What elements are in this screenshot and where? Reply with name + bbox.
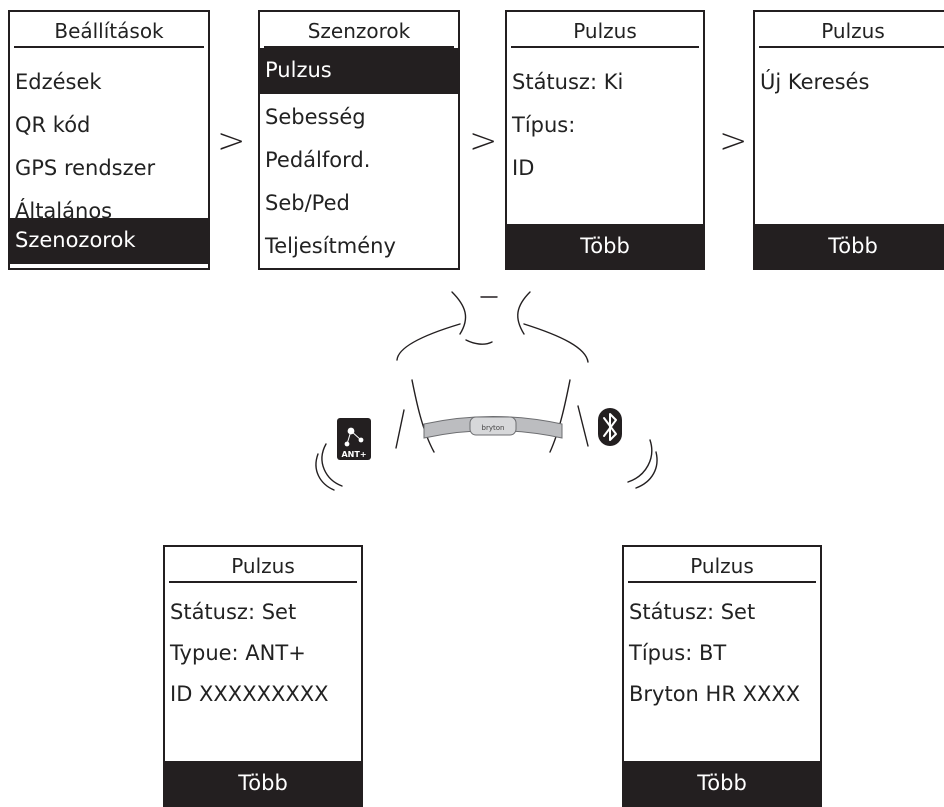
menu-item-qr-code[interactable]: QR kód <box>15 113 91 137</box>
new-search-item[interactable]: Új Keresés <box>760 70 870 94</box>
right-arm-line <box>577 405 589 447</box>
left-shoulder-line <box>396 323 461 361</box>
id-field: ID <box>512 156 535 180</box>
ant-plus-icon: ANT+ <box>337 418 371 460</box>
device-name-field: Bryton HR XXXX <box>629 682 801 706</box>
title-divider <box>169 581 357 583</box>
pulse-search-screen: Pulzus Új Keresés Több <box>753 10 944 270</box>
type-field: Típus: <box>512 113 576 137</box>
neck-left-line <box>451 291 467 335</box>
settings-title: Beállítások <box>54 19 164 43</box>
pulse-title: Pulzus <box>231 554 295 578</box>
pulse-bt-screen: Pulzus Státusz: Set Típus: BT Bryton HR … <box>622 545 822 807</box>
left-torso-line <box>411 379 435 453</box>
right-torso-line <box>549 379 571 453</box>
strap-sensor-pod <box>469 416 517 436</box>
status-field: Státusz: Set <box>629 600 756 624</box>
pulse-status-screen: Pulzus Státusz: Ki Típus: ID Több <box>505 10 705 270</box>
menu-item-workouts[interactable]: Edzések <box>15 70 102 94</box>
more-button[interactable]: Több <box>624 761 820 805</box>
status-field: Státusz: Ki <box>512 70 624 94</box>
sensors-screen: Szenzorok Pulzus Sebesség Pedálford. Seb… <box>258 10 460 270</box>
pulse-title: Pulzus <box>690 554 754 578</box>
status-field: Státusz: Set <box>170 600 297 624</box>
right-shoulder-line <box>523 323 589 363</box>
menu-item-speed[interactable]: Sebesség <box>265 105 366 129</box>
title-divider <box>264 46 454 48</box>
menu-item-speed-cadence[interactable]: Seb/Ped <box>265 191 350 215</box>
more-button[interactable]: Több <box>165 761 361 805</box>
more-button[interactable]: Több <box>755 224 944 268</box>
next-arrow-2: > <box>469 121 498 161</box>
title-divider <box>511 46 699 48</box>
pulse-title: Pulzus <box>573 19 637 43</box>
ant-wave-inner <box>315 453 335 491</box>
more-button[interactable]: Több <box>507 224 703 268</box>
type-field: Typue: ANT+ <box>170 641 306 665</box>
next-arrow-1: > <box>217 121 246 161</box>
menu-item-power[interactable]: Teljesítmény <box>265 234 396 258</box>
ant-plus-label: ANT+ <box>341 450 366 459</box>
pulse-ant-screen: Pulzus Státusz: Set Typue: ANT+ ID XXXXX… <box>163 545 363 807</box>
bt-wave-outer <box>627 439 653 483</box>
menu-item-gps[interactable]: GPS rendszer <box>15 156 156 180</box>
sensors-title: Szenzorok <box>307 19 411 43</box>
type-field: Típus: BT <box>629 641 727 665</box>
title-divider <box>759 46 944 48</box>
title-divider <box>628 581 816 583</box>
menu-item-cadence[interactable]: Pedálford. <box>265 148 371 172</box>
ant-wave-outer <box>321 443 343 487</box>
settings-screen: Beállítások Edzések QR kód GPS rendszer … <box>8 10 210 270</box>
bluetooth-icon <box>598 408 622 446</box>
menu-item-pulse-selected[interactable]: Pulzus <box>260 48 458 94</box>
strap-brand-label: bryton <box>482 424 505 432</box>
collarbone-line <box>465 339 493 345</box>
menu-item-sensors-selected[interactable]: Szenozorok <box>10 218 208 264</box>
neck-right-line <box>517 291 531 335</box>
title-divider <box>14 46 204 48</box>
id-field: ID XXXXXXXXX <box>170 682 329 706</box>
next-arrow-3: > <box>719 121 748 161</box>
pulse-title: Pulzus <box>821 19 885 43</box>
left-arm-line <box>395 409 405 449</box>
bt-wave-inner <box>635 451 658 489</box>
